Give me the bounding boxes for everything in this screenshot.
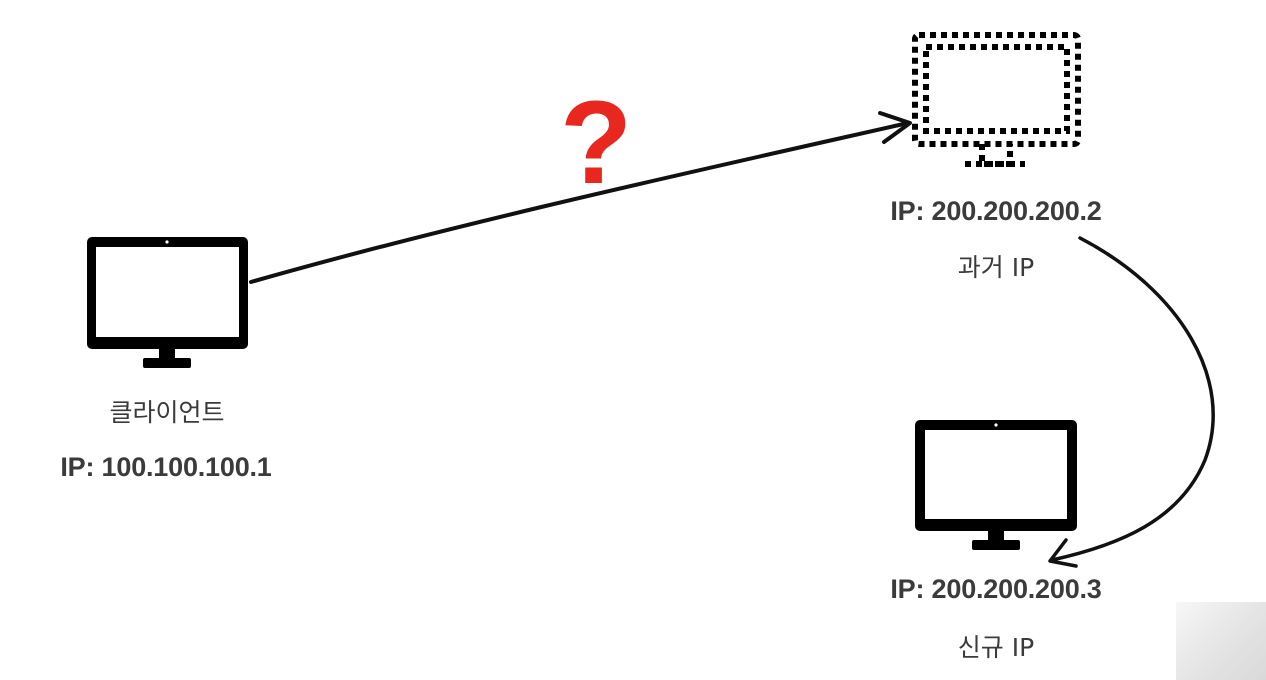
question-mark-icon: ?	[560, 77, 632, 209]
new-server-name-label: 신규 IP	[957, 633, 1035, 662]
request-arrow	[249, 111, 912, 284]
old-server-ip-label: IP: 200.200.200.2	[890, 196, 1102, 226]
corner-shadow	[1176, 602, 1266, 680]
client-name-label: 클라이언트	[109, 398, 225, 427]
client-monitor-icon	[87, 237, 248, 368]
ip-change-arrow	[1048, 236, 1215, 568]
new-server-ip-label: IP: 200.200.200.3	[890, 574, 1102, 604]
old-server-name-label: 과거 IP	[957, 253, 1035, 282]
new-server-monitor-icon	[915, 420, 1077, 550]
old-server-monitor-dotted-icon	[912, 32, 1081, 167]
client-ip-label: IP: 100.100.100.1	[60, 452, 272, 482]
